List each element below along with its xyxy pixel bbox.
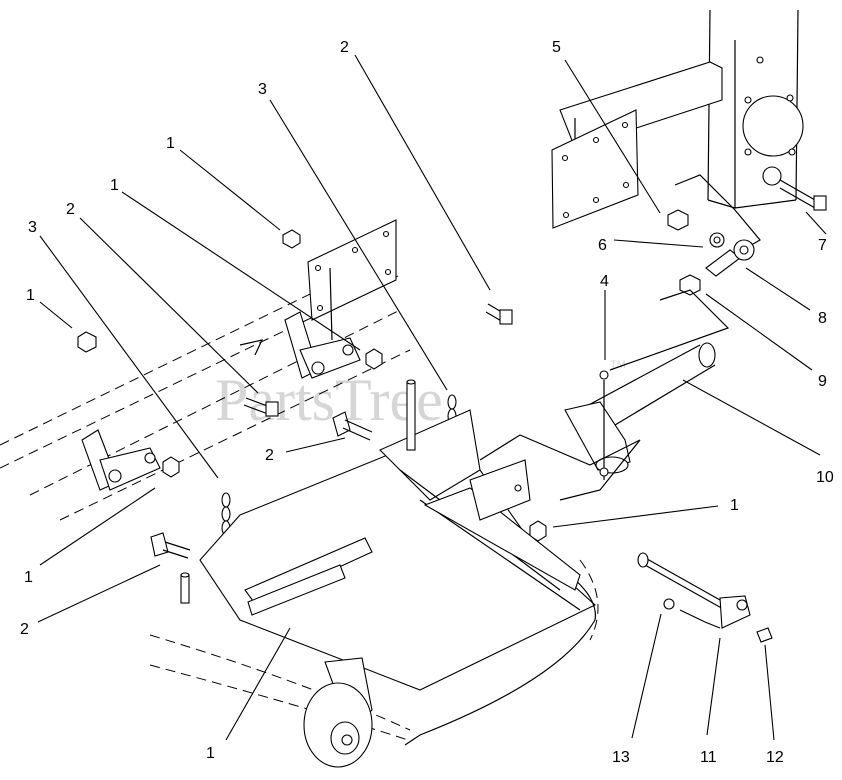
callout-9: 9 xyxy=(818,373,827,390)
callout-1: 1 xyxy=(24,569,33,586)
nut-9 xyxy=(679,274,701,296)
fasteners-left xyxy=(77,229,547,628)
rear-axle-11 xyxy=(637,552,773,643)
callout-6: 6 xyxy=(598,237,607,254)
frame-bore xyxy=(742,95,804,157)
callout-11: 11 xyxy=(700,749,717,766)
bolt-7-head xyxy=(813,195,827,211)
leader-lines xyxy=(37,54,827,741)
callout-4: 4 xyxy=(600,273,609,290)
lift-rod-10 xyxy=(479,342,716,501)
callout-7: 7 xyxy=(818,237,827,254)
callout-1: 1 xyxy=(730,497,739,514)
nut-5 xyxy=(667,209,689,231)
callout-2: 2 xyxy=(66,201,75,218)
hanger-bracket-upper xyxy=(239,311,361,379)
hanger-bracket-lower xyxy=(81,429,161,491)
callout-1: 1 xyxy=(110,177,119,194)
callout-3: 3 xyxy=(28,219,37,236)
rail-plate xyxy=(307,219,397,321)
callout-5: 5 xyxy=(552,39,561,56)
tractor-frame xyxy=(551,9,804,261)
callout-13: 13 xyxy=(612,749,630,766)
hardware-group-right xyxy=(609,166,827,371)
callout-10: 10 xyxy=(816,469,834,486)
callout-labels: 1 1 1 1 1 1 2 2 2 2 3 3 4 5 6 7 8 9 10 1… xyxy=(20,39,834,766)
mower-deck xyxy=(149,379,599,746)
mount-plate xyxy=(551,109,639,229)
callout-1: 1 xyxy=(206,745,215,762)
callout-2: 2 xyxy=(340,39,349,56)
deck-top xyxy=(199,449,596,691)
caster-wheel xyxy=(303,657,373,768)
callout-8: 8 xyxy=(818,310,827,327)
callout-3: 3 xyxy=(258,81,267,98)
callout-2: 2 xyxy=(265,447,274,464)
callout-1: 1 xyxy=(26,287,35,304)
washer-frame xyxy=(762,166,782,186)
callout-12: 12 xyxy=(766,749,784,766)
callout-1: 1 xyxy=(166,135,175,152)
washer-13 xyxy=(663,598,675,610)
callout-2: 2 xyxy=(20,621,29,638)
bolt-12 xyxy=(756,627,773,643)
